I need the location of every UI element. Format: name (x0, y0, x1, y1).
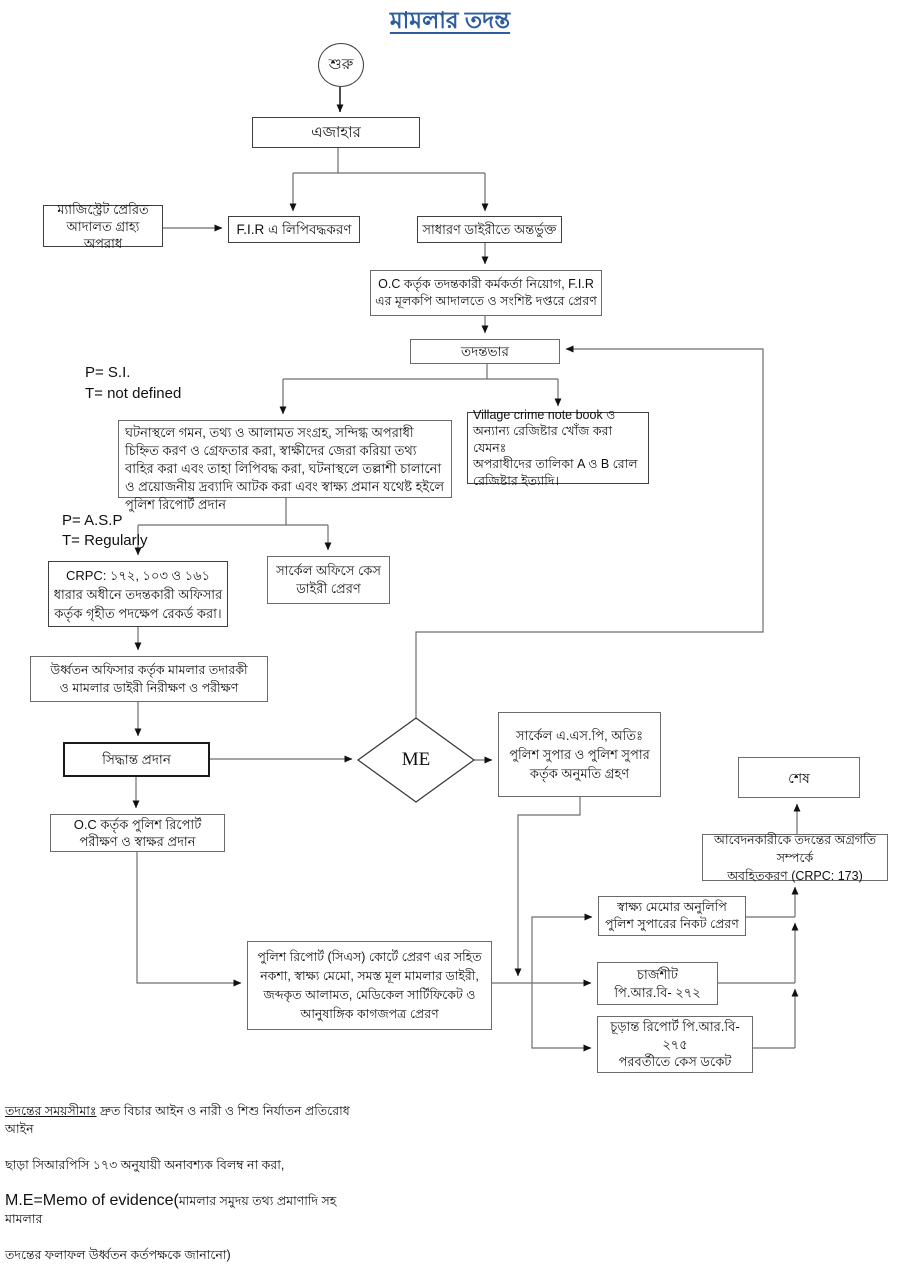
node-general-diary-entry: সাধারণ ডাইরীতে অন্তর্ভুক্ত (417, 216, 562, 243)
node-village-crime-note-book: Village crime note book ও অন্যান্য রেজিষ… (467, 408, 649, 488)
footnote-line1-rest: দ্রুত বিচার আইন ও নারী ও শিশু নির্যাতন প… (5, 1104, 350, 1136)
footnote: তদন্তের সময়সীমাঃ দ্রুত বিচার আইন ও নারী… (5, 1084, 365, 1282)
footnote-line-4: তদন্তের ফলাফল উর্ধ্বতন কর্তপক্ষকে জানানো… (5, 1248, 231, 1262)
node-me-diamond: ME (401, 749, 431, 770)
page-title: মামলার তদন্ত (389, 7, 511, 33)
node-chargesheet-prb272: চার্জশীট পি.আর.বি- ২৭২ (597, 962, 718, 1005)
node-case-diary-to-circle-office: সার্কেল অফিসে কেস ডাইরী প্রেরণ (267, 556, 390, 604)
annotation-p-si: P= S.I. T= not defined (85, 364, 182, 402)
node-inform-applicant-crpc173: আবেদনকারীকে তদন্তের অগ্রগতি সম্পর্কে অবহ… (702, 833, 888, 883)
node-oc-assign-io: O.C কর্তৃক তদন্তকারী কর্মকর্তা নিয়োগ, F… (370, 270, 602, 316)
node-ejahar: এজাহার (252, 117, 420, 148)
footnote-me-definition: M.E=Memo of evidence( (5, 1192, 179, 1209)
annotation-p-asp: P= A.S.P T= Regularly (62, 512, 148, 549)
node-crpc-record-steps: CRPC: ১৭২, ১০৩ ও ১৬১ ধারার অধীনে তদন্তকা… (48, 561, 228, 627)
footnote-line-3: M.E=Memo of evidence(মামলার সমুদয় তথ্য … (5, 1192, 365, 1228)
node-investigation-charge: তদন্তভার (410, 339, 560, 364)
node-end: শেষ (738, 757, 860, 798)
footnote-line-2: ছাড়া সিআরপিসি ১৭৩ অনুযায়ী অনাবশ্যক বিল… (5, 1158, 285, 1172)
node-crime-scene-actions: ঘটনাস্থলে গমন, তথ্য ও আলামত সংগ্রহ, সন্দ… (118, 420, 452, 512)
footnote-line-1: তদন্তের সময়সীমাঃ দ্রুত বিচার আইন ও নারী… (5, 1102, 365, 1138)
node-evidence-memo-copy: স্বাক্ষ্য মেমোর অনুলিপি পুলিশ সুপারের নি… (598, 896, 746, 936)
node-permission-from-supers: সার্কেল এ.এস.পি, অতিঃ পুলিশ সুপার ও পুলি… (498, 712, 661, 797)
node-police-report-cs-to-court: পুলিশ রিপোর্ট (সিএস) কোর্টে প্রেরণ এর সহ… (247, 941, 492, 1030)
node-decision-given: সিদ্ধান্ত প্রদান (63, 742, 210, 777)
node-start: শুরু (318, 43, 364, 87)
node-magistrate-sent-offence: ম্যাজিস্ট্রেট প্রেরিত আদালত গ্রাহ্য অপরা… (43, 202, 163, 251)
flowchart-canvas: মামলার তদন্ত শুরু এজাহার ম্যাজিস্ট্রেট প… (5, 7, 888, 1262)
footnote-underlined: তদন্তের সময়সীমাঃ (5, 1104, 97, 1118)
node-fir-recording: F.I.R এ লিপিবদ্ধকরণ (228, 216, 360, 243)
node-final-report-prb275: চূড়ান্ত রিপোর্ট পি.আর.বি- ২৭৫ পরবর্তীতে… (597, 1016, 753, 1073)
node-senior-officer-supervision: উর্ধ্বতন অফিসার কর্তৃক মামলার তদারকী ও ম… (30, 656, 268, 702)
flow-connectors (132, 87, 801, 1052)
node-oc-report-sign: O.C কর্তৃক পুলিশ রিপোর্ট পরীক্ষণ ও স্বাক… (50, 814, 225, 852)
